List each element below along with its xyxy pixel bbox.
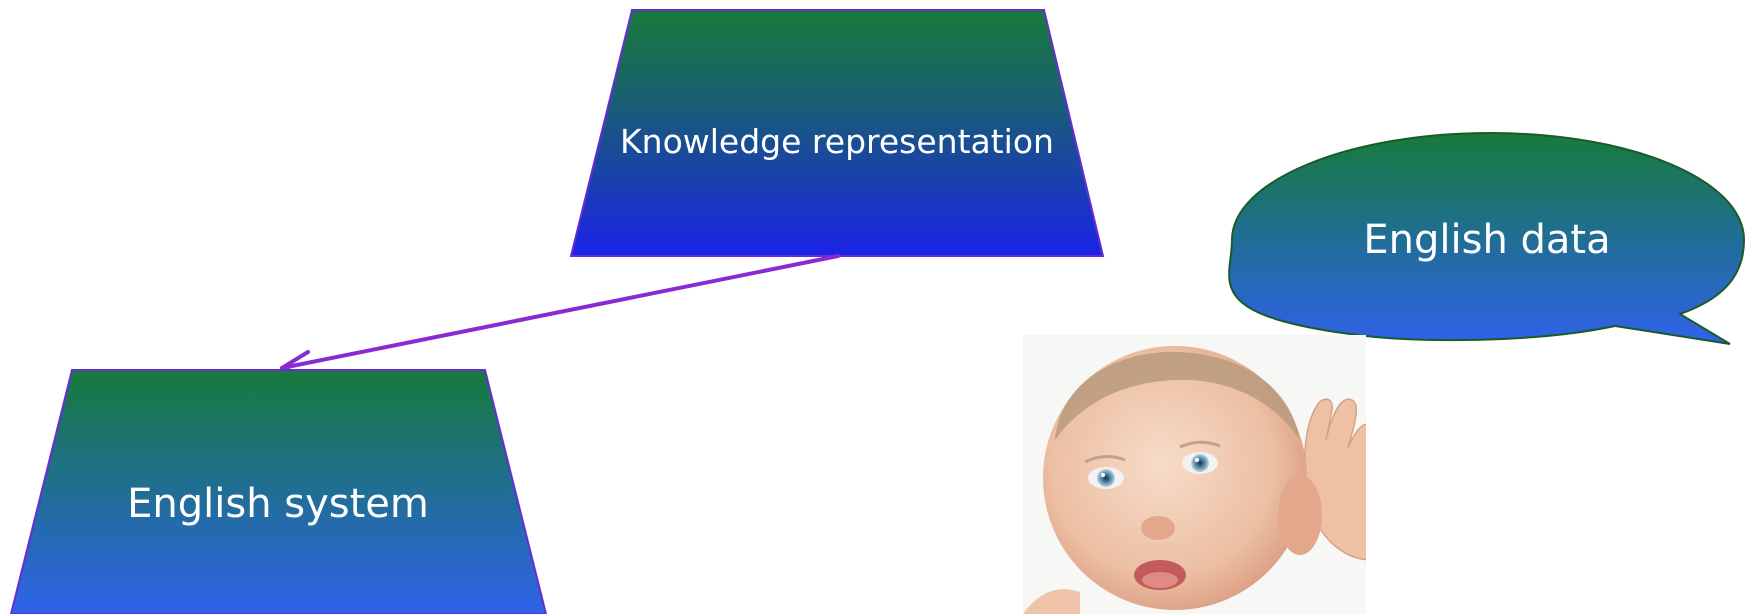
english-data-label: English data bbox=[1363, 217, 1610, 263]
english-data-speech-bubble: English data bbox=[1228, 131, 1746, 345]
english-system-label: English system bbox=[127, 481, 429, 527]
knowledge-representation-node: Knowledge representation bbox=[569, 9, 1105, 257]
knowledge-representation-label: Knowledge representation bbox=[620, 122, 1054, 161]
english-system-node: English system bbox=[9, 369, 548, 614]
knowledge-to-english-system-arrow bbox=[280, 254, 840, 380]
baby-listening-image bbox=[1023, 335, 1366, 614]
